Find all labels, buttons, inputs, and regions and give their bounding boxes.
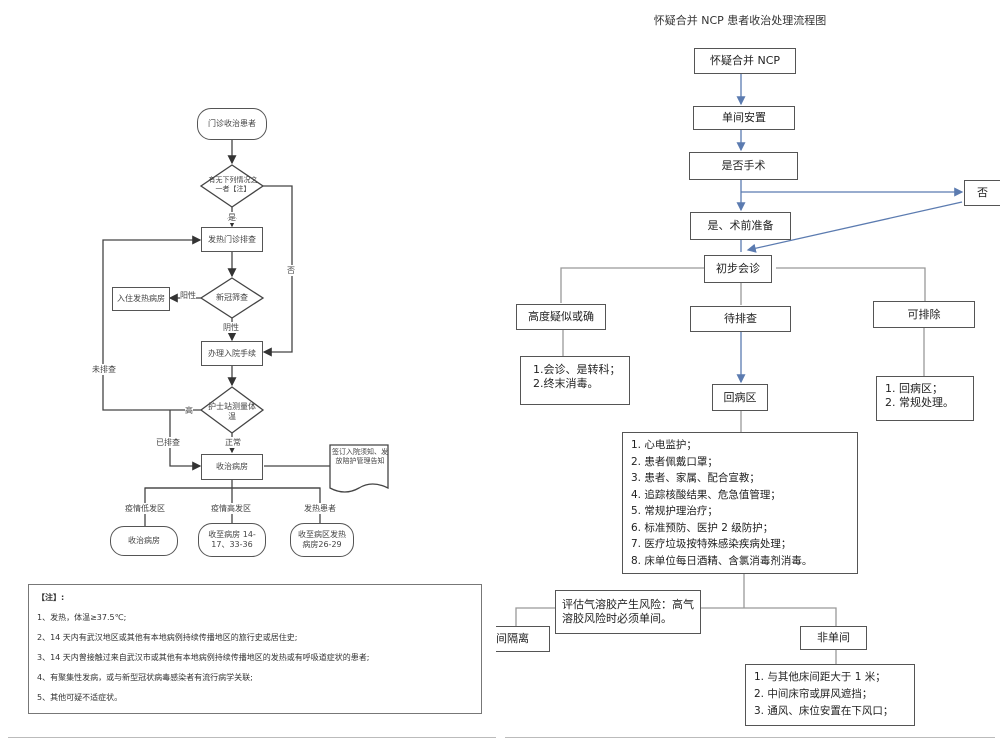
return-ward-node: 回病区 bbox=[712, 384, 768, 411]
notes-box: 【注】: 1、发热，体温≥37.5℃; 2、14 天内有武汉地区或其他有本地病例… bbox=[28, 584, 482, 714]
right-title: 怀疑合并 NCP 患者收治处理流程图 bbox=[653, 14, 827, 27]
result-high-label: 收至病房 14-17、33-36 bbox=[208, 530, 256, 549]
non-single-label: 非单间 bbox=[817, 631, 850, 644]
surgery-question-node: 是否手术 bbox=[689, 152, 798, 180]
preop-label: 是、术前准备 bbox=[707, 219, 774, 232]
action-item: 2. 中间床帘或屏风遮挡； bbox=[754, 688, 873, 700]
branch-fever-label: 发热患者 bbox=[304, 503, 336, 514]
aerosol-node: 评估气溶胶产生风险：高气溶胶风险时必须单间。 bbox=[555, 590, 701, 634]
decision3-label: 护士站测量体温 bbox=[208, 402, 256, 421]
result-low-node: 收治病房 bbox=[110, 526, 178, 556]
fever-ward-label: 入住发热病房 bbox=[117, 294, 165, 303]
fever-screening-label: 发热门诊排查 bbox=[208, 234, 256, 244]
result-high-node: 收至病房 14-17、33-36 bbox=[198, 523, 266, 557]
left-divider bbox=[8, 737, 496, 738]
action-item: 1. 与其他床间距大于 1 米； bbox=[754, 671, 886, 683]
high-suspect-label: 高度疑似或确 bbox=[528, 310, 594, 323]
pending-label: 待排查 bbox=[724, 312, 757, 325]
admission-label: 办理入院手续 bbox=[208, 348, 256, 358]
aerosol-label: 评估气溶胶产生风险：高气溶胶风险时必须单间。 bbox=[562, 598, 694, 625]
action-item: 2. 患者佩戴口罩； bbox=[631, 455, 718, 468]
notice-doc-label: 签订入院须知、发放陪护管理告知 bbox=[332, 448, 388, 465]
fever-ward-node: 入住发热病房 bbox=[112, 287, 170, 311]
admission-node: 办理入院手续 bbox=[201, 341, 263, 366]
no-surgery-node: 否 bbox=[964, 180, 1000, 206]
note-item: 2、14 天内有武汉地区或其他有本地病例持续传播地区的旅行史或居住史; bbox=[37, 633, 298, 642]
high-suspect-actions: 1.会诊、是转科； 2.终末消毒。 bbox=[520, 356, 630, 405]
note-item: 3、14 天内曾接触过来自武汉市或其他有本地病例持续传播地区的发热或有呼吸道症状… bbox=[37, 653, 370, 662]
negative-label: 阴性 bbox=[223, 322, 239, 333]
result-fever-node: 收至病区发热病房26-29 bbox=[290, 523, 354, 557]
action-item: 1.会诊、是转科； bbox=[533, 363, 621, 376]
start-label: 门诊收治患者 bbox=[208, 119, 256, 128]
single-room-node: 单间安置 bbox=[693, 106, 795, 130]
high-label: 高 bbox=[185, 405, 193, 416]
action-item: 2.终末消毒。 bbox=[533, 377, 599, 390]
branch-low-label: 疫情低发区 bbox=[125, 503, 165, 514]
high-suspect-node: 高度疑似或确 bbox=[516, 304, 606, 330]
isolation-label: 间隔离 bbox=[496, 632, 529, 645]
no-surgery-label: 否 bbox=[977, 186, 988, 199]
start-ncp-node: 怀疑合并 NCP bbox=[694, 48, 796, 74]
decision2-label: 新冠筛查 bbox=[216, 293, 248, 302]
action-item: 6. 标准预防、医护 2 级防护； bbox=[631, 521, 774, 534]
action-item: 8. 床单位每日酒精、含氯消毒剂消毒。 bbox=[631, 554, 813, 567]
ward-actions: 1. 心电监护； 2. 患者佩戴口罩； 3. 患者、家属、配合宣教； 4. 追踪… bbox=[622, 432, 858, 574]
start-ncp-label: 怀疑合并 NCP bbox=[709, 54, 781, 67]
decision1-label: 有无下列情况之一者【注】 bbox=[208, 176, 258, 193]
non-single-node: 非单间 bbox=[800, 626, 867, 650]
excludable-node: 可排除 bbox=[873, 301, 975, 328]
result-low-label: 收治病房 bbox=[128, 536, 160, 545]
arrow-screened bbox=[169, 410, 202, 471]
right-divider bbox=[505, 737, 995, 738]
yes-label: 是 bbox=[228, 212, 236, 223]
non-single-actions: 1. 与其他床间距大于 1 米； 2. 中间床帘或屏风遮挡； 3. 通风、床位安… bbox=[745, 664, 915, 726]
consult-node: 初步会诊 bbox=[704, 255, 772, 283]
action-item: 1. 心电监护； bbox=[631, 439, 697, 451]
surgery-question-label: 是否手术 bbox=[721, 159, 766, 172]
single-room-label: 单间安置 bbox=[722, 111, 766, 124]
action-item: 4. 追踪核酸结果、危急值管理； bbox=[631, 488, 781, 501]
no-label: 否 bbox=[287, 265, 295, 276]
start-node: 门诊收治患者 bbox=[197, 108, 267, 140]
admit-ward-node: 收治病房 bbox=[201, 454, 263, 480]
branch-high-label: 疫情高发区 bbox=[211, 503, 251, 514]
fever-screening-node: 发热门诊排查 bbox=[201, 227, 263, 252]
action-item: 1. 回病区； bbox=[885, 382, 943, 395]
consult-label: 初步会诊 bbox=[716, 262, 760, 275]
notice-doc-shape bbox=[329, 444, 389, 493]
normal-label: 正常 bbox=[225, 437, 241, 448]
return-ward-label: 回病区 bbox=[723, 390, 757, 404]
action-item: 3. 通风、床位安置在下风口； bbox=[754, 705, 894, 717]
isolation-node: 间隔离 bbox=[496, 626, 550, 652]
note-item: 5、其他可疑不适症状。 bbox=[37, 693, 123, 702]
arrow-not-screened-loop bbox=[102, 235, 202, 411]
excludable-label: 可排除 bbox=[907, 307, 941, 321]
note-item: 1、发热，体温≥37.5℃; bbox=[37, 613, 127, 622]
preop-node: 是、术前准备 bbox=[690, 212, 791, 240]
not-screened-label: 未排查 bbox=[92, 364, 116, 375]
result-fever-label: 收至病区发热病房26-29 bbox=[298, 530, 346, 549]
screened-label: 已排查 bbox=[156, 437, 180, 448]
notes-title: 【注】: bbox=[37, 593, 65, 602]
action-item: 3. 患者、家属、配合宣教； bbox=[631, 472, 760, 484]
positive-label: 阳性 bbox=[180, 290, 196, 301]
note-item: 4、有聚集性发病，或与新型冠状病毒感染者有流行病学关联; bbox=[37, 673, 253, 682]
action-item: 5. 常规护理治疗； bbox=[631, 505, 718, 517]
admit-ward-label: 收治病房 bbox=[216, 462, 248, 471]
pending-node: 待排查 bbox=[690, 306, 791, 332]
excludable-actions: 1. 回病区； 2. 常规处理。 bbox=[876, 376, 974, 421]
action-item: 7. 医疗垃圾按特殊感染疾病处理； bbox=[631, 538, 792, 550]
action-item: 2. 常规处理。 bbox=[885, 396, 954, 409]
